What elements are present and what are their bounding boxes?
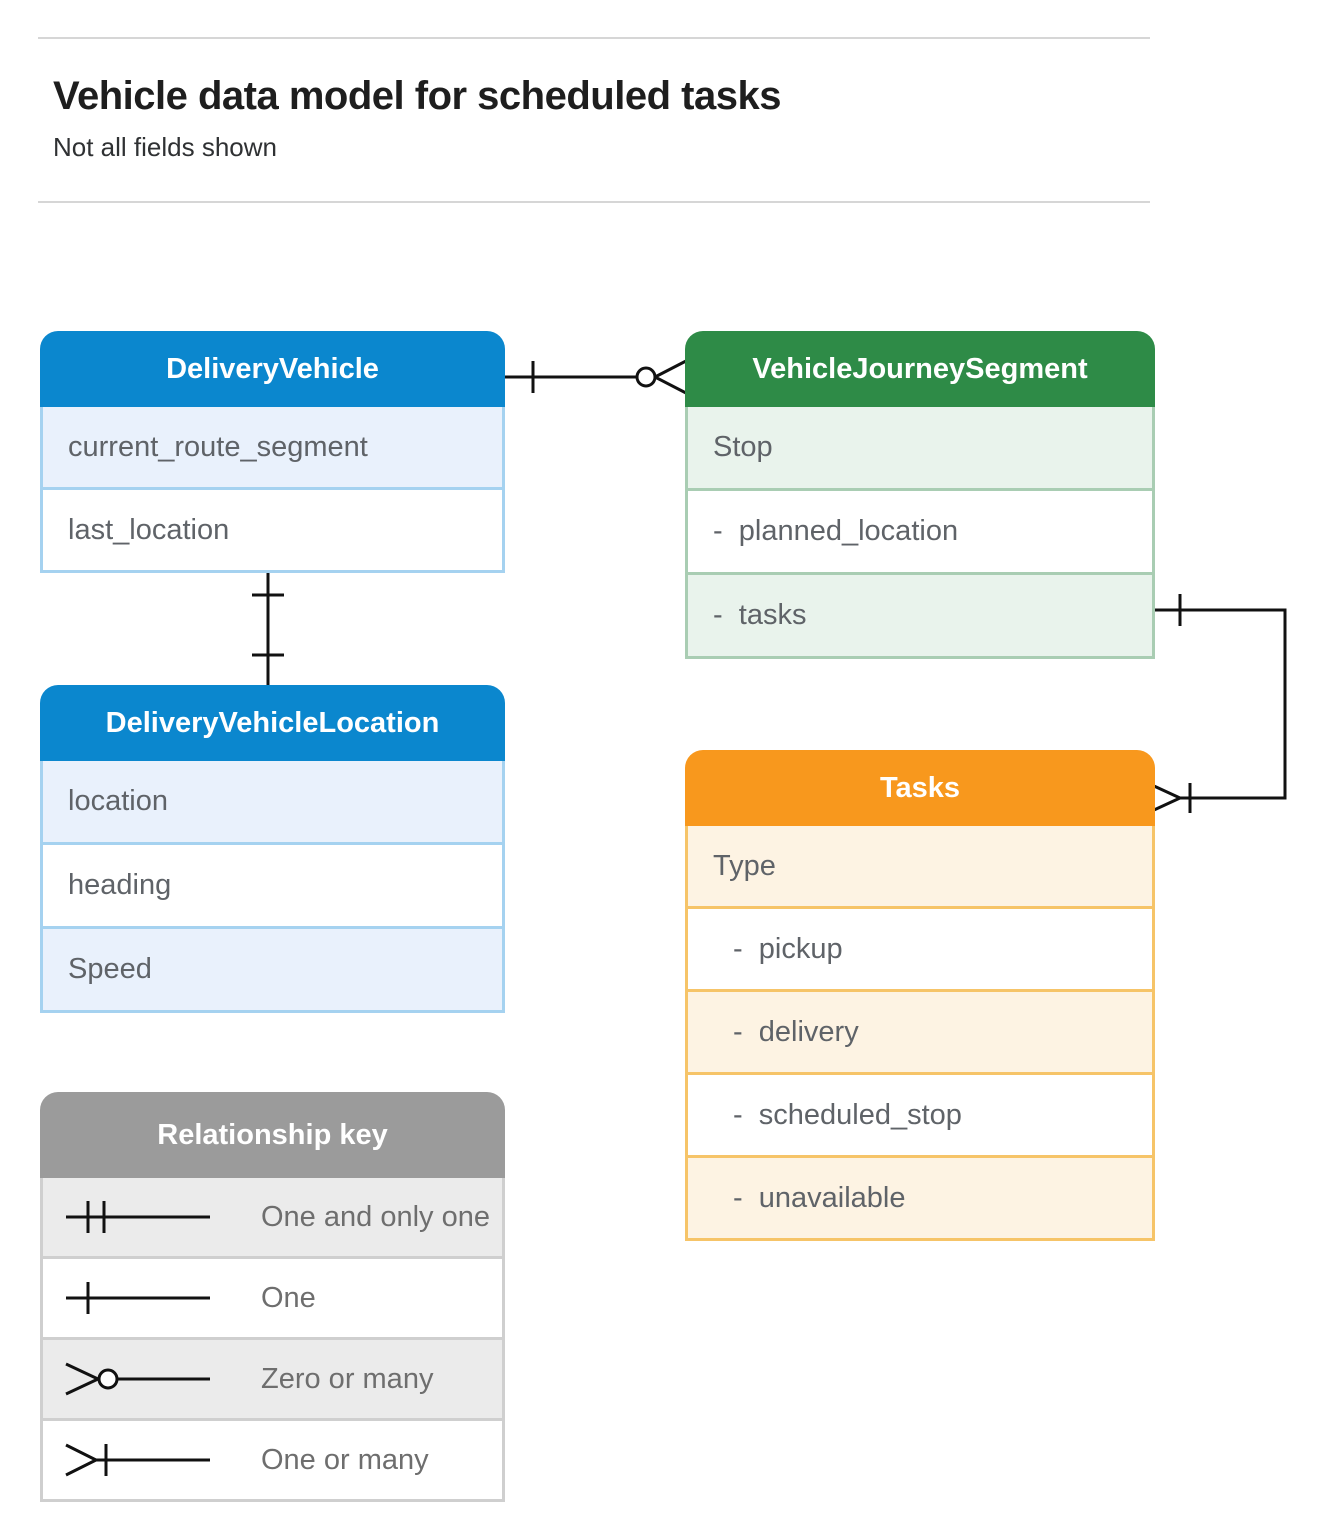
relationship-key-list: One and only one One Z xyxy=(40,1178,505,1502)
field-location: location xyxy=(43,761,502,842)
entity-field-list: location heading Speed xyxy=(40,761,505,1013)
relationship-key-title: Relationship key xyxy=(40,1092,505,1178)
one-or-many-icon xyxy=(65,1443,210,1477)
field-type: Type xyxy=(688,826,1152,906)
legend-item-one-and-only-one: One and only one xyxy=(43,1178,502,1256)
field-heading: heading xyxy=(43,842,502,926)
zero-or-many-icon xyxy=(65,1362,210,1396)
legend-item-one-or-many: One or many xyxy=(43,1418,502,1499)
header-divider xyxy=(38,201,1150,203)
page-subtitle: Not all fields shown xyxy=(53,132,277,162)
connector-line xyxy=(1155,608,1287,800)
entity-field-list: current_route_segment last_location xyxy=(40,407,505,573)
field-unavailable: - unavailable xyxy=(688,1155,1152,1238)
entity-field-list: Type - pickup - delivery - scheduled_sto… xyxy=(685,826,1155,1241)
top-divider xyxy=(38,37,1150,39)
entity-title: DeliveryVehicleLocation xyxy=(40,685,505,761)
field-last-location: last_location xyxy=(43,487,502,570)
field-stop: Stop xyxy=(688,407,1152,488)
field-tasks: - tasks xyxy=(688,572,1152,656)
crows-foot-icon xyxy=(654,359,687,395)
entity-field-list: Stop - planned_location - tasks xyxy=(685,407,1155,659)
zero-circle-icon xyxy=(635,366,657,388)
page-title: Vehicle data model for scheduled tasks xyxy=(53,74,781,118)
entity-title: VehicleJourneySegment xyxy=(685,331,1155,407)
entity-tasks: Tasks Type - pickup - delivery - schedul… xyxy=(685,750,1155,1241)
field-scheduled-stop: - scheduled_stop xyxy=(688,1072,1152,1155)
legend-label: One or many xyxy=(261,1443,429,1476)
field-speed: Speed xyxy=(43,926,502,1010)
connector-vehiclejourneysegment-tasks xyxy=(1153,594,1287,813)
entity-title: DeliveryVehicle xyxy=(40,331,505,407)
relationship-key: Relationship key One and only one One xyxy=(40,1092,505,1502)
legend-label: Zero or many xyxy=(261,1362,434,1395)
one-icon xyxy=(66,1282,210,1314)
legend-label: One xyxy=(261,1281,316,1314)
one-and-only-one-icon xyxy=(66,1201,210,1233)
crows-foot-icon xyxy=(1153,784,1181,812)
field-pickup: - pickup xyxy=(688,906,1152,989)
entity-delivery-vehicle-location: DeliveryVehicleLocation location heading… xyxy=(40,685,505,1013)
legend-item-one: One xyxy=(43,1256,502,1337)
entity-delivery-vehicle: DeliveryVehicle current_route_segment la… xyxy=(40,331,505,573)
field-current-route-segment: current_route_segment xyxy=(43,407,502,487)
entity-vehicle-journey-segment: VehicleJourneySegment Stop - planned_loc… xyxy=(685,331,1155,659)
legend-label: One and only one xyxy=(261,1200,490,1233)
field-delivery: - delivery xyxy=(688,989,1152,1072)
field-planned-location: - planned_location xyxy=(688,488,1152,572)
entity-title: Tasks xyxy=(685,750,1155,826)
connector-deliveryvehicle-deliveryvehiclelocation xyxy=(252,566,284,686)
legend-item-zero-or-many: Zero or many xyxy=(43,1337,502,1418)
connector-deliveryvehicle-vehiclejourneysegment xyxy=(505,359,687,395)
